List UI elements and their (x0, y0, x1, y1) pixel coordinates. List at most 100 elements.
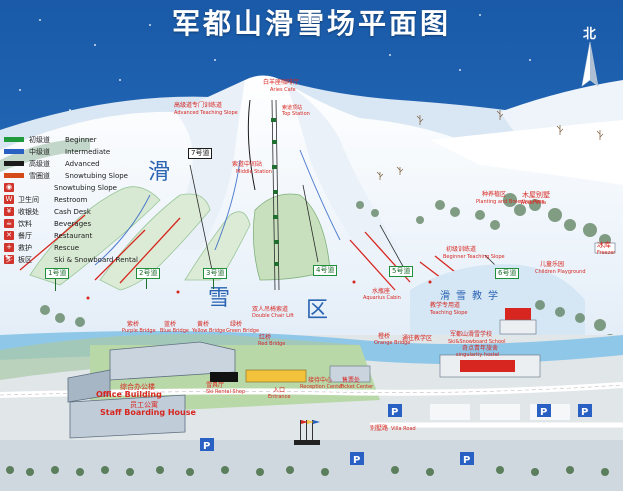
cafe-label-en: Aries Cafe (270, 87, 296, 93)
legend-row: W 卫生间 Restroom (4, 194, 172, 205)
cash-desk-icon: ¥ (4, 207, 14, 216)
snowtubing-slope-icon: ◉ (4, 183, 14, 192)
legend-row: 初级道 Beginner (4, 134, 172, 145)
lift-tag-2[interactable]: 2号道 (136, 268, 161, 279)
page-title: 军都山滑雪场平面图 (171, 7, 451, 40)
purple-bridge-label-en: Purple Bridge (122, 328, 156, 334)
double-chair-label-en: Double Chair Lift (252, 313, 294, 319)
staff-boarding-label-en: Staff Boarding House (100, 408, 196, 417)
teaching-area (410, 264, 585, 335)
office-building-label-en: Office Building (96, 390, 162, 399)
legend-row: 中级道 Intermediate (4, 146, 172, 157)
legend-swatch (4, 173, 24, 178)
legend-label-zh: 饮料 (18, 219, 32, 228)
office-building-label: 综合办公楼 (120, 383, 155, 391)
red-bridge-label-en: Red Bridge (258, 341, 286, 347)
restroom-icon: W (4, 195, 14, 204)
teaching-slope-label-en: Teaching Slope (430, 310, 468, 316)
parking-icon (350, 452, 364, 465)
entrance-label-en[interactable]: Entrance (268, 394, 291, 400)
children-playground-label-en: Children Playground (535, 269, 586, 275)
wood-villa-label: 木屋别墅 (522, 191, 550, 199)
ski-school-label-en: Ski&Snowboard School (448, 339, 506, 345)
slope-1 (29, 186, 161, 286)
red-bridge-label: 红桥 (259, 334, 272, 341)
lift-tag-1[interactable]: 1号道 (45, 268, 70, 279)
planting-label: 种养植区 (482, 191, 507, 198)
restaurant-icon: ✕ (4, 231, 14, 240)
purple-bridge-label: 紫桥 (127, 321, 140, 328)
legend-label-en: Intermediate (65, 147, 111, 156)
double-chair-label: 双人吊椅索道 (252, 306, 289, 313)
middle-station-label-en: Middle Station (236, 169, 272, 175)
lift-tag-pole (146, 279, 147, 289)
buildings (67, 242, 616, 439)
lift-tag-4[interactable]: 4号道 (313, 265, 338, 276)
lift-tag-6[interactable]: 6号道 (495, 268, 520, 279)
legend-label-en: Beverages (54, 219, 92, 228)
area-char-hua: 滑 (148, 160, 171, 185)
lift-tag-3[interactable]: 3号道 (203, 268, 228, 279)
to-teaching-area-label[interactable]: 通往教学区 (402, 335, 433, 342)
aquarius-label-en: Aquarius Cabin (363, 295, 401, 301)
svg-text:P: P (203, 441, 210, 452)
svg-text:P: P (391, 407, 398, 418)
legend-label-en: Beginner (65, 135, 97, 144)
svg-text:P: P (540, 407, 547, 418)
green-bridge-label-en: Green Bridge (226, 328, 260, 334)
reception-label: 接待中心 (308, 377, 333, 384)
cable-lift (189, 99, 506, 291)
legend-label-en: Snowtubing Slope (54, 183, 117, 192)
legend-row: ☕ 饮料 Beverages (4, 218, 172, 229)
green-bridge-label: 绿桥 (230, 321, 243, 328)
lift-tag-pole (213, 279, 214, 289)
legend-label-zh: 高级道 (29, 159, 50, 168)
freezer-label-en: Freezer (597, 250, 616, 256)
ski-school-label: 军都山滑雪学校 (450, 331, 493, 338)
north-label: 北 (583, 27, 597, 42)
teaching-char: 教 (472, 291, 488, 302)
svg-text:P: P (463, 455, 470, 466)
legend-label-en: Ski & Snowboard Rental (54, 255, 138, 264)
teaching-char: 雪 (456, 291, 472, 302)
beginner-teaching-label: 初级训练道 (446, 246, 477, 253)
top-station-label: 索道顶站 (282, 105, 303, 111)
beginner-teaching-label-en: Beginner Teaching Slope (443, 254, 505, 260)
parking-icon (200, 438, 214, 451)
legend-row: ⛷ 板区 Ski & Snowboard Rental (4, 254, 172, 265)
parking-icon (578, 404, 592, 417)
entrance-label[interactable]: 入口 (273, 387, 286, 394)
beverages-icon: ☕ (4, 219, 14, 228)
area-char-qu: 区 (306, 298, 329, 323)
legend-label-en: Rescue (54, 243, 80, 252)
legend-row: ¥ 收银处 Cash Desk (4, 206, 172, 217)
rescue-icon: + (4, 243, 14, 252)
svg-text:P: P (581, 407, 588, 418)
parking-icon (537, 404, 551, 417)
advanced-teaching-label-en: Advanced Teaching Slope (174, 110, 238, 116)
children-playground-label: 儿童乐园 (540, 261, 565, 268)
ski-rental-shop-label: 雪具厅 (206, 382, 225, 389)
planting-label-en: Planting and Breeding Area (476, 199, 545, 205)
legend-label-en: Restaurant (54, 231, 93, 240)
compass (581, 41, 599, 87)
reception-label-en: Reception Center (300, 384, 344, 390)
legend-label-zh: 餐厅 (18, 231, 32, 240)
teaching-char: 学 (488, 291, 504, 302)
teaching-slope-label: 教学专用道 (430, 302, 461, 309)
cafe-label: 白羊座咖啡厅 (263, 79, 300, 86)
legend-label-zh: 收银处 (18, 207, 39, 216)
blue-bridge-label-en: Blue Bridge (160, 328, 189, 334)
ticket-center-label-en: Ticket Center (340, 384, 374, 390)
legend-row: ✕ 餐厅 Restaurant (4, 230, 172, 241)
orange-bridge-label: 橙桥 (378, 333, 391, 340)
lift-tag-5[interactable]: 5号道 (389, 266, 414, 277)
legend-row: 雪圈道 Snowtubing Slope (4, 170, 172, 181)
lift-tag-7[interactable]: 7号道 (188, 148, 213, 159)
hostel-label: 奇点青年旅舍 (462, 345, 499, 352)
legend-label-en: Snowtubing Slope (65, 171, 128, 180)
legend-swatch (4, 137, 24, 142)
legend-label-zh: 初级道 (29, 135, 50, 144)
